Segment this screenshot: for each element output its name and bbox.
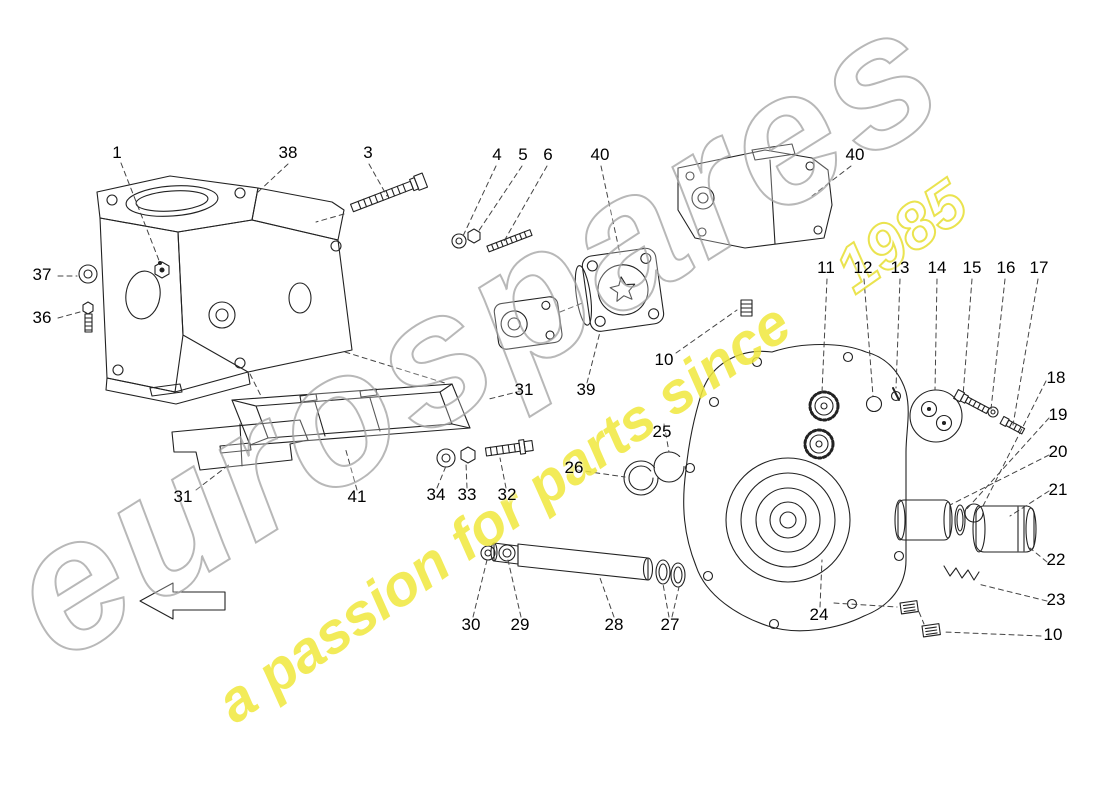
direction-arrow: [139, 582, 226, 620]
part-label-26[interactable]: 26: [564, 458, 584, 477]
bolt-3: [350, 172, 429, 213]
part-label-30[interactable]: 30: [461, 615, 481, 634]
plug-10-top: [740, 299, 753, 317]
part-label-13[interactable]: 13: [890, 258, 910, 277]
spacer-block: [493, 296, 563, 350]
plug-10b: [921, 623, 941, 638]
frame-41: [231, 383, 471, 446]
actuator-housing-40: [677, 143, 833, 249]
nut-item-1: [154, 261, 170, 279]
washer-4: [451, 233, 467, 249]
part-label-31[interactable]: 31: [173, 487, 193, 506]
part-label-40[interactable]: 40: [590, 145, 610, 164]
flange-39: [574, 247, 665, 332]
pin-13: [892, 387, 900, 401]
leader-lines: [57, 162, 1050, 637]
washer-30: [480, 545, 496, 561]
bolt-32: [484, 439, 534, 457]
part-label-4[interactable]: 4: [492, 145, 502, 164]
cover-plate-14: [909, 389, 963, 443]
washer-29: [498, 544, 516, 562]
ring-26: [623, 460, 659, 496]
part-label-29[interactable]: 29: [510, 615, 530, 634]
part-label-11[interactable]: 11: [817, 258, 835, 277]
nut-33: [460, 446, 476, 464]
brand-watermark: eurospares: [0, 0, 979, 700]
part-label-14[interactable]: 14: [927, 258, 947, 277]
part-label-37[interactable]: 37: [32, 265, 52, 284]
washer-37: [78, 264, 98, 284]
part-label-10[interactable]: 10: [1043, 625, 1063, 644]
part-label-19[interactable]: 19: [1048, 405, 1068, 424]
part-label-25[interactable]: 25: [652, 422, 672, 441]
part-label-38[interactable]: 38: [278, 143, 298, 162]
part-label-23[interactable]: 23: [1046, 590, 1066, 609]
ring-19: [954, 504, 966, 536]
part-label-24[interactable]: 24: [809, 605, 829, 624]
part-label-20[interactable]: 20: [1048, 442, 1068, 461]
part-label-18[interactable]: 18: [1046, 368, 1066, 387]
pump-housing: [683, 343, 909, 632]
part-label-16[interactable]: 16: [996, 258, 1016, 277]
part-label-12[interactable]: 12: [853, 258, 873, 277]
screw-36: [82, 301, 94, 333]
nut-5: [467, 228, 481, 244]
part-label-32[interactable]: 32: [497, 485, 517, 504]
piston-21-22: [972, 505, 1037, 553]
part-label-22[interactable]: 22: [1046, 550, 1066, 569]
part-label-31[interactable]: 31: [514, 380, 534, 399]
part-label-39[interactable]: 39: [576, 380, 596, 399]
part-label-15[interactable]: 15: [962, 258, 982, 277]
watermark-layer: eurospares a passion for parts since 198…: [0, 0, 982, 736]
part-label-3[interactable]: 3: [363, 143, 373, 162]
part-label-28[interactable]: 28: [604, 615, 624, 634]
part-label-6[interactable]: 6: [543, 145, 553, 164]
washer-16: [987, 406, 999, 418]
circlip-25: [653, 451, 685, 483]
part-label-36[interactable]: 36: [32, 308, 52, 327]
part-label-21[interactable]: 21: [1048, 480, 1068, 499]
bolt-15: [953, 389, 990, 415]
bracket-31: [171, 419, 309, 471]
mounting-bracket: [96, 175, 353, 405]
stud-6: [486, 229, 533, 253]
part-label-33[interactable]: 33: [457, 485, 477, 504]
part-label-27[interactable]: 27: [660, 615, 680, 634]
part-label-17[interactable]: 17: [1029, 258, 1049, 277]
sleeve-20: [894, 499, 953, 541]
gear-11: [808, 390, 840, 422]
part-label-40[interactable]: 40: [845, 145, 865, 164]
rings-27: [655, 559, 686, 588]
part-label-34[interactable]: 34: [426, 485, 446, 504]
plug-10a: [899, 600, 919, 615]
part-label-5[interactable]: 5: [518, 145, 528, 164]
part-label-1[interactable]: 1: [112, 143, 122, 162]
shaft-28: [490, 542, 654, 581]
o-ring-12: [865, 395, 883, 413]
part-label-10[interactable]: 10: [654, 350, 674, 369]
bolt-17: [999, 415, 1026, 435]
spring-23: [943, 565, 980, 581]
part-label-41[interactable]: 41: [347, 487, 367, 506]
gear-12: [803, 428, 835, 460]
